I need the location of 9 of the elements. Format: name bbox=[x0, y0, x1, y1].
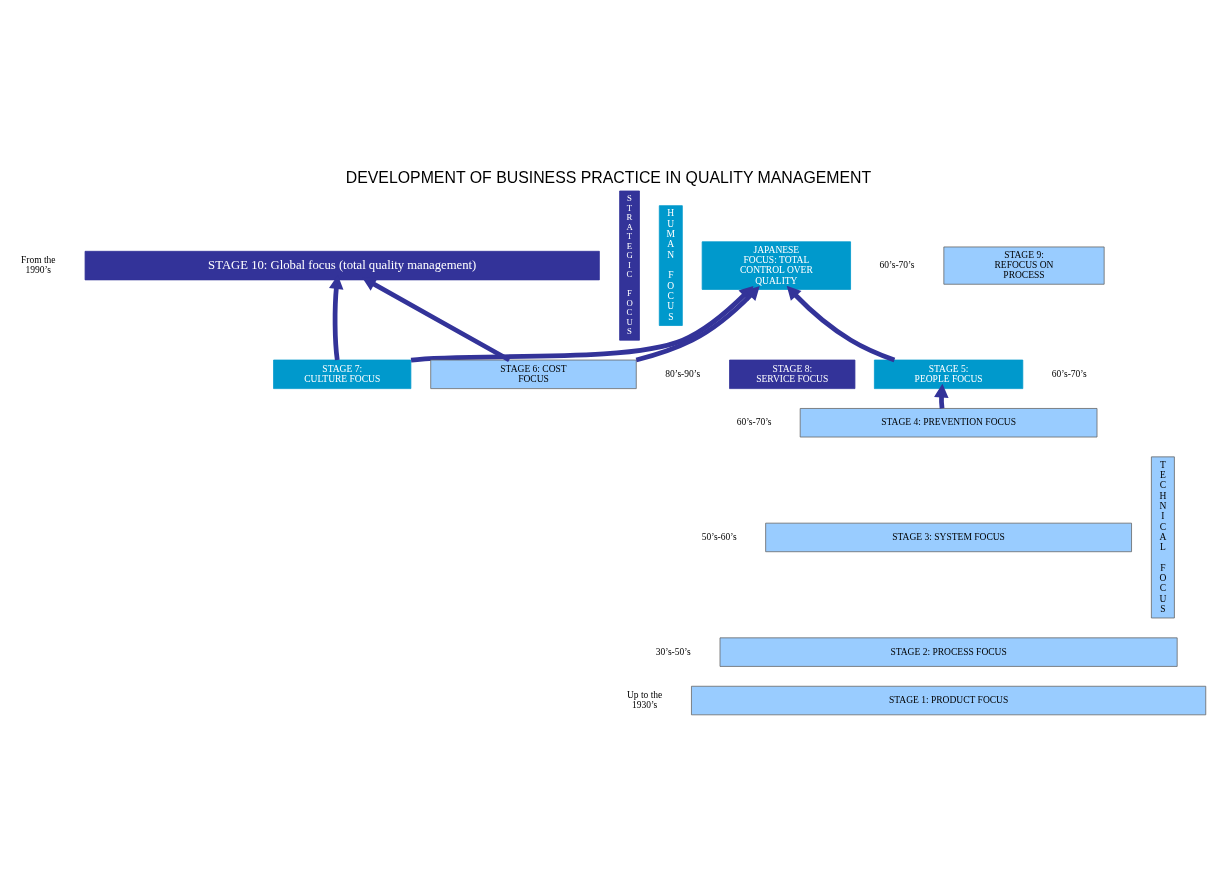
label: 80’s-90’s bbox=[665, 368, 701, 379]
label: 60’s-70’s bbox=[879, 260, 915, 271]
label: 50’s-60’s bbox=[701, 531, 737, 542]
label: 60’s-70’s bbox=[736, 417, 772, 428]
diagram-title: DEVELOPMENT OF BUSINESS PRACTICE IN QUALITY MANAGEMENT bbox=[345, 169, 872, 187]
label: From the 1990’s bbox=[20, 254, 56, 276]
label: 60’s-70’s bbox=[1051, 368, 1087, 379]
label: 30’s-50’s bbox=[655, 646, 691, 657]
label: Up to the 1930’s bbox=[626, 689, 663, 711]
